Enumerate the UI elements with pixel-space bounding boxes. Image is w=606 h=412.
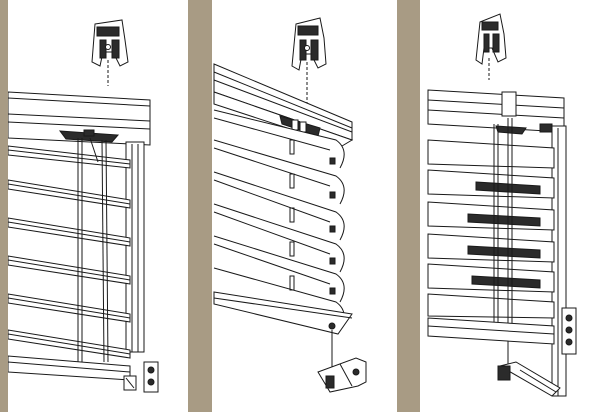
slats-1 xyxy=(8,145,131,359)
lower-bracket-2 xyxy=(317,357,367,393)
ladder-cords-1 xyxy=(77,137,109,363)
slats-2 xyxy=(213,109,345,331)
headrail-2 xyxy=(213,63,354,147)
mounting-clip-3 xyxy=(475,13,507,80)
panel-3-blind-rear-view xyxy=(427,13,577,397)
headrail-1 xyxy=(8,91,151,146)
headrail-3 xyxy=(427,89,565,135)
panel-1-blind-front-view xyxy=(8,19,159,393)
mounting-clip-1 xyxy=(91,19,129,86)
tilt-pins-2 xyxy=(289,139,336,295)
lower-bracket-1 xyxy=(123,361,159,393)
bottom-rail-2 xyxy=(213,291,353,372)
panel-2-blind-tilted-view xyxy=(213,17,367,393)
mounting-clip-2 xyxy=(291,17,327,104)
lower-bracket-3 xyxy=(497,307,577,397)
bottom-rail-3 xyxy=(427,317,555,345)
